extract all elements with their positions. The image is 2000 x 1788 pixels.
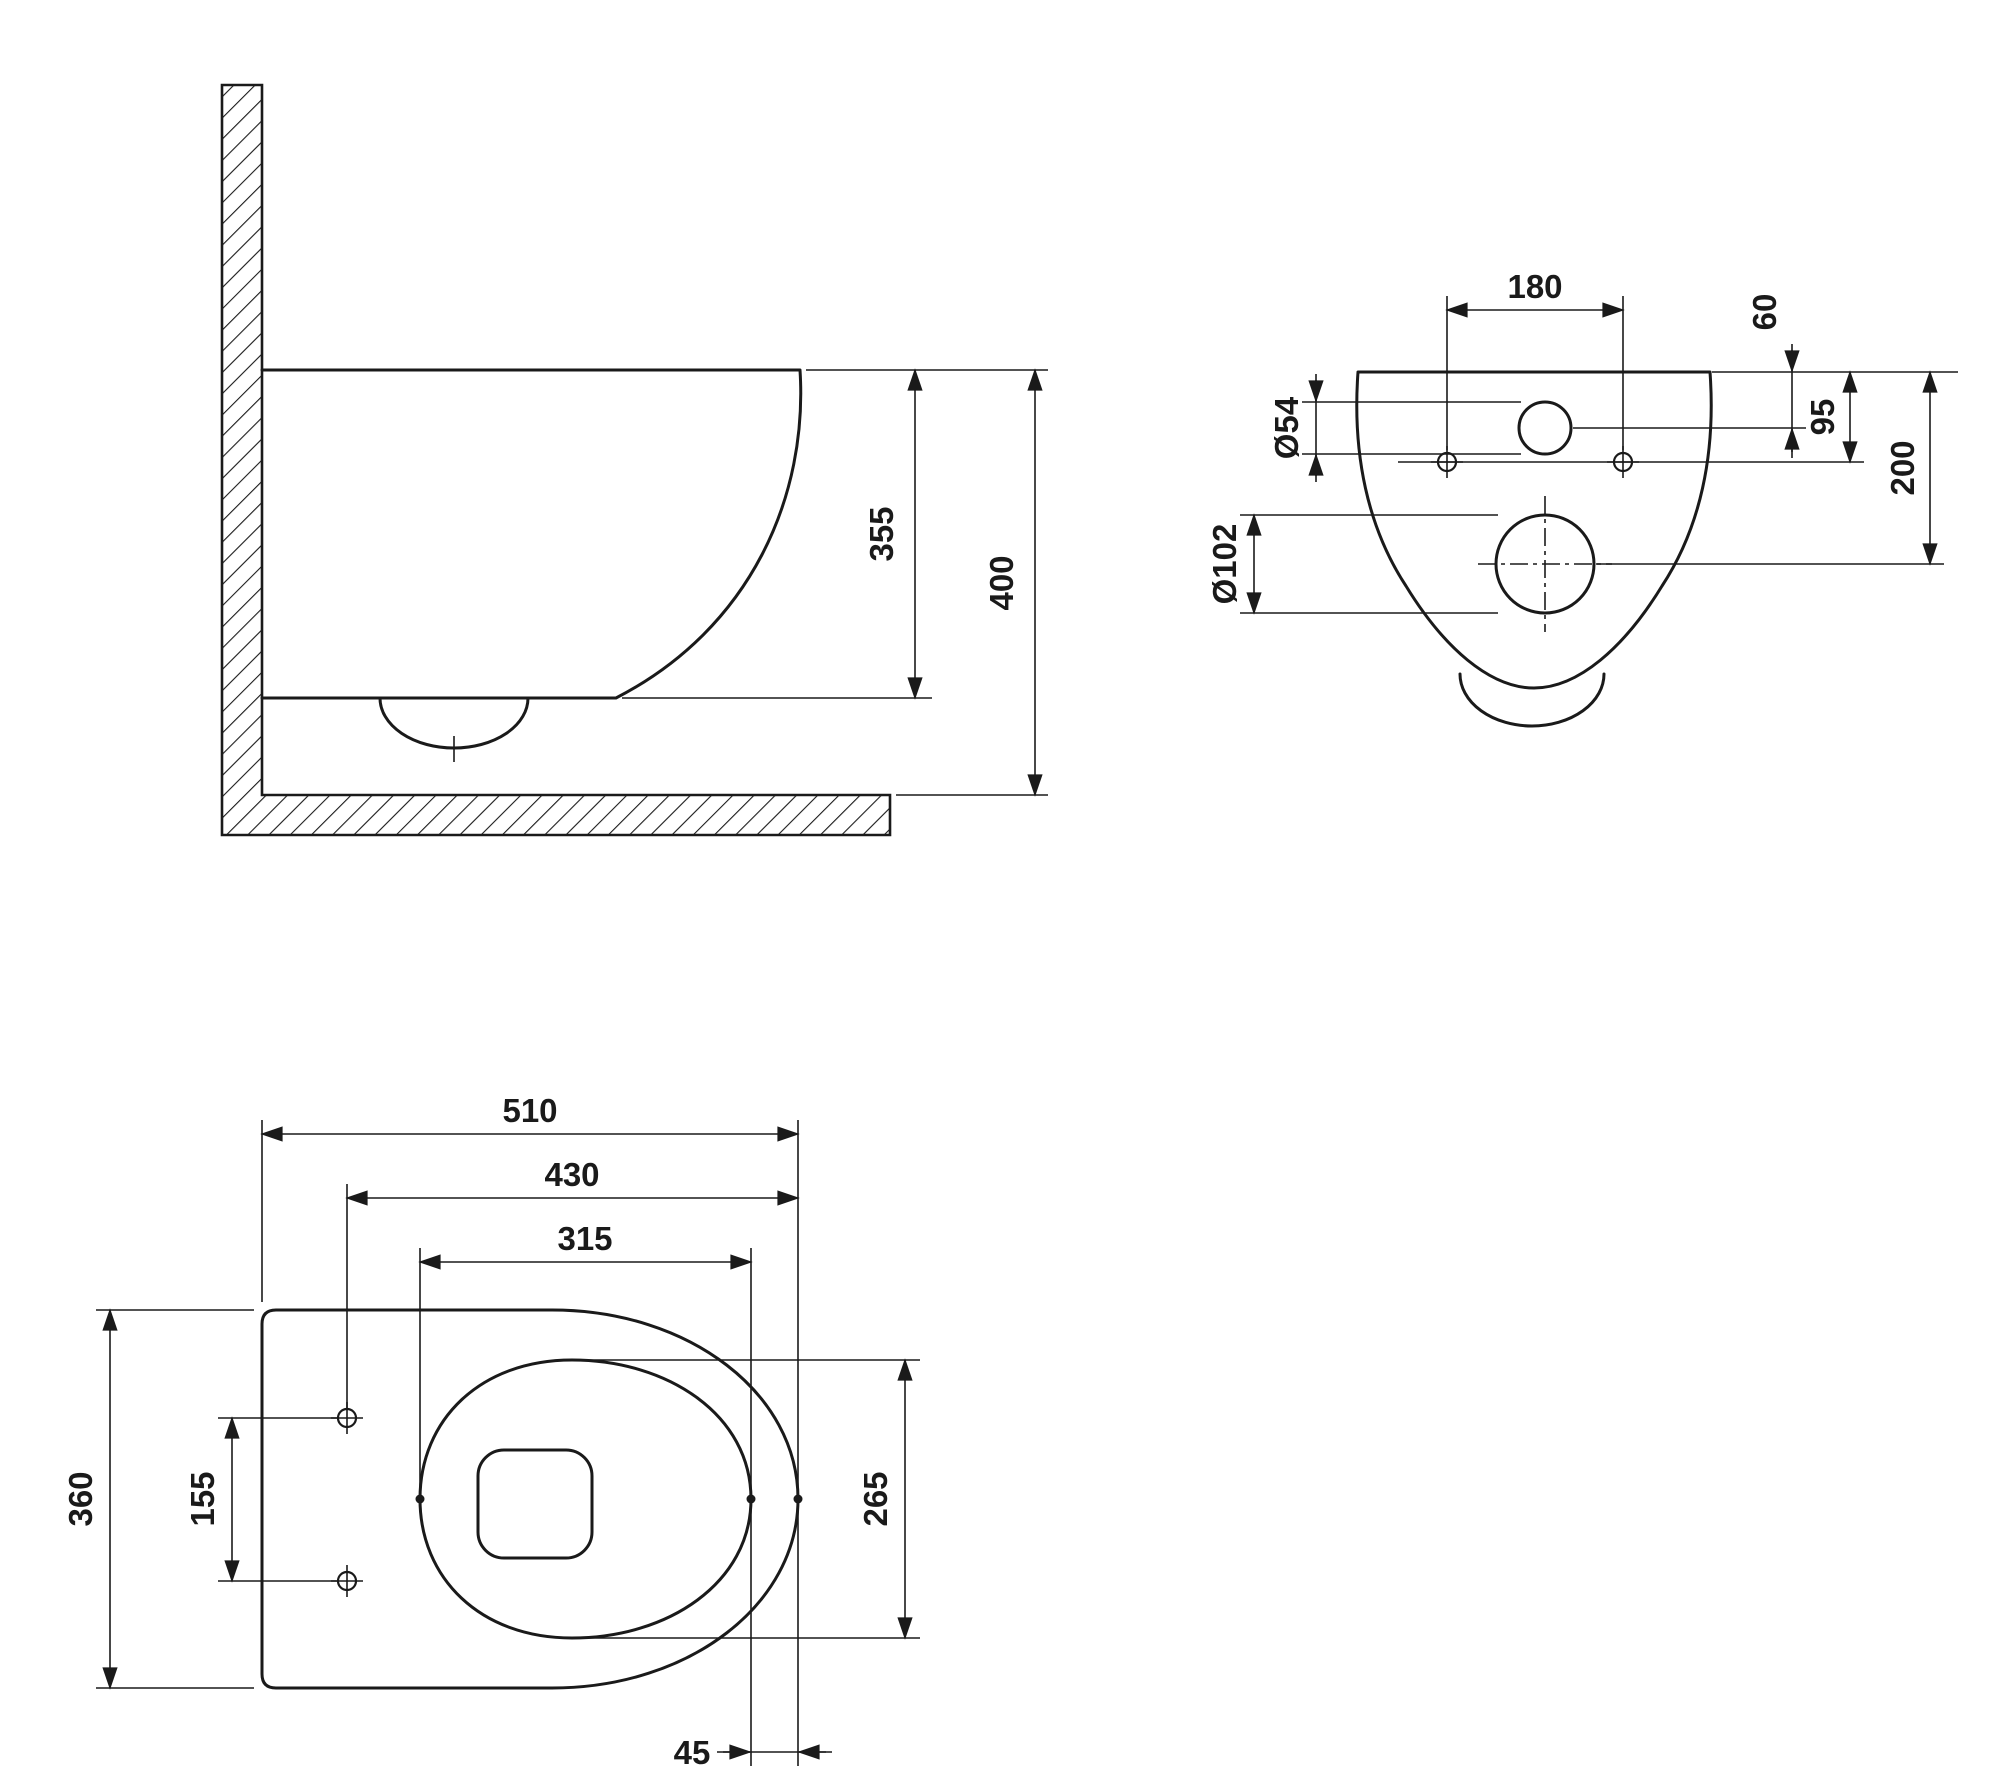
dim-top-bowl-width: 265 — [580, 1358, 920, 1640]
bolt-hole-left — [1431, 446, 1463, 478]
reference-dot-outline-front — [793, 1494, 803, 1504]
extension-lines — [622, 369, 1048, 699]
water-inlet-circle — [1517, 400, 1573, 456]
extension-lines — [218, 1417, 338, 1582]
dim-label-total-height: 400 — [983, 555, 1020, 610]
bolt-hole-cross — [1431, 446, 1463, 478]
toilet-rear-outline — [1355, 370, 1713, 690]
bolt-hole-right — [1607, 446, 1639, 478]
extension-lines — [419, 1248, 752, 1490]
dim-top-bolt-spacing: 155 — [184, 1416, 338, 1583]
dim-label-bowl-length: 315 — [557, 1220, 612, 1257]
extension-lines — [96, 1309, 254, 1689]
reference-dot-bowl-rear — [415, 1494, 425, 1504]
dim-label-outlet-from-top: 200 — [1884, 440, 1921, 495]
dim-rear-inlet-from-top: 60 — [1573, 294, 1806, 458]
dim-label-outlet-diameter: Ø102 — [1206, 524, 1243, 605]
dim-rear-bolt-spacing: 180 — [1445, 268, 1625, 450]
wall-and-floor-hatched-section — [220, 83, 892, 837]
top-view: 510 430 315 360 155 265 — [62, 1092, 920, 1771]
dim-rear-inlet-diameter: Ø54 — [1268, 374, 1521, 482]
extension-lines — [1240, 514, 1498, 614]
dim-side-total-height: 400 — [896, 368, 1048, 797]
side-view: 355 400 — [220, 83, 1048, 837]
dim-label-bowl-to-front: 45 — [674, 1734, 711, 1771]
extension-lines — [1446, 296, 1624, 450]
dim-top-total-length: 510 — [260, 1092, 800, 1493]
dim-top-total-width: 360 — [62, 1308, 254, 1690]
bowl-rim-outline — [418, 1358, 753, 1640]
dim-label-bolts-to-front: 430 — [544, 1156, 599, 1193]
extension-lines — [580, 1359, 920, 1639]
dim-rear-bolts-from-top: 95 — [1804, 370, 1858, 464]
dim-top-bowl-length: 315 — [418, 1220, 753, 1490]
reference-dot-bowl-front — [746, 1494, 756, 1504]
dim-label-total-length: 510 — [502, 1092, 557, 1129]
dim-label-bolt-spacing: 155 — [184, 1471, 221, 1526]
dim-top-bowl-to-front: 45 — [674, 1508, 832, 1771]
drain-bump-rear — [1458, 672, 1606, 728]
dim-label-bolts-from-top: 95 — [1804, 399, 1841, 436]
extension-lines — [750, 1508, 799, 1766]
rear-view: 180 60 95 200 Ø54 Ø102 — [1206, 268, 1958, 728]
dim-label-inlet-diameter: Ø54 — [1268, 396, 1305, 459]
dim-label-bolt-spacing: 180 — [1507, 268, 1562, 305]
flush-outlet-opening — [476, 1448, 594, 1560]
dim-label-bowl-width: 265 — [857, 1471, 894, 1526]
extension-lines — [261, 1120, 799, 1493]
dim-top-bolts-to-front: 430 — [345, 1156, 800, 1408]
dim-rear-outlet-diameter: Ø102 — [1206, 513, 1498, 615]
extension-lines — [1302, 401, 1521, 455]
drain-outlet-centerlines — [1478, 496, 1612, 632]
dim-rear-outlet-from-top: 200 — [1596, 370, 1944, 566]
dim-label-bowl-height: 355 — [863, 506, 900, 561]
toilet-top-outline — [260, 1308, 800, 1690]
dim-label-inlet-from-top: 60 — [1746, 294, 1783, 331]
dim-label-total-width: 360 — [62, 1471, 99, 1526]
toilet-side-profile — [260, 368, 803, 700]
dim-side-bowl-height: 355 — [622, 368, 1048, 700]
bolt-hole-cross — [1607, 446, 1639, 478]
